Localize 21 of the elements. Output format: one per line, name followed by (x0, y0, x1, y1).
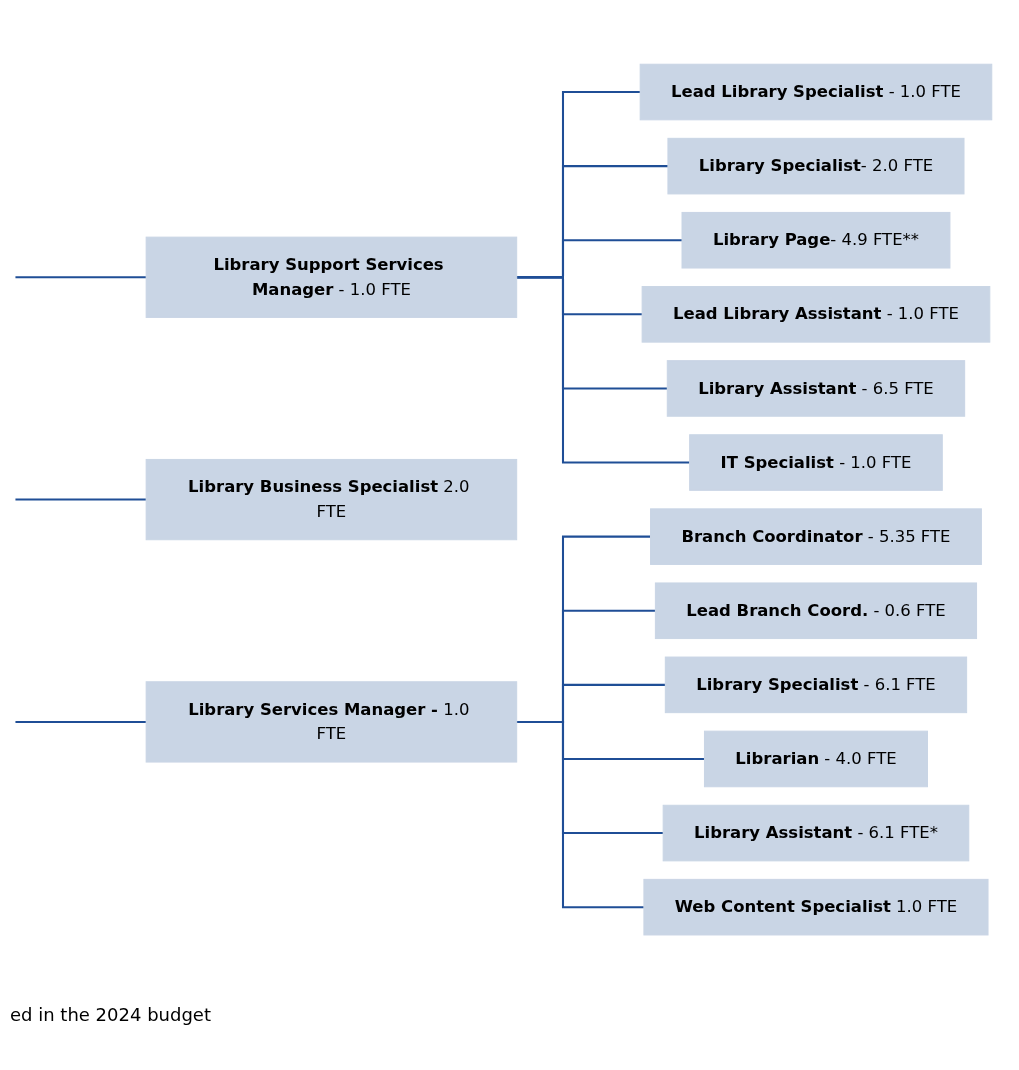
node-box: Library Assistant - 6.1 FTE* (662, 805, 970, 862)
connector (15, 721, 147, 724)
node-box: Lead Library Specialist - 1.0 FTE (639, 64, 993, 121)
node-box: IT Specialist - 1.0 FTE (689, 434, 943, 492)
node-box: Web Content Specialist 1.0 FTE (643, 879, 989, 936)
node-box: Library Assistant - 6.5 FTE (666, 360, 966, 418)
connector (15, 276, 147, 279)
node-box: Library Business Specialist 2.0 FTE (145, 459, 518, 541)
note-text: ed in the 2024 budget (10, 1004, 212, 1025)
connector (516, 721, 644, 909)
node-box: Library Services Manager - 1.0 FTE (145, 681, 518, 763)
node-box: Library Specialist- 2.0 FTE (667, 138, 965, 195)
node-box: Librarian - 4.0 FTE (703, 731, 928, 788)
connector (516, 276, 690, 464)
node-box: Library Support Services Manager - 1.0 FTE (145, 237, 518, 319)
node-box: Library Page- 4.9 FTE** (681, 212, 951, 269)
node-box: Library Specialist - 6.1 FTE (664, 656, 968, 714)
connector (15, 498, 147, 502)
node-box: Lead Branch Coord. - 0.6 FTE (654, 582, 978, 640)
node-box: Branch Coordinator - 5.35 FTE (650, 508, 982, 566)
node-box: Lead Library Assistant - 1.0 FTE (641, 286, 991, 344)
